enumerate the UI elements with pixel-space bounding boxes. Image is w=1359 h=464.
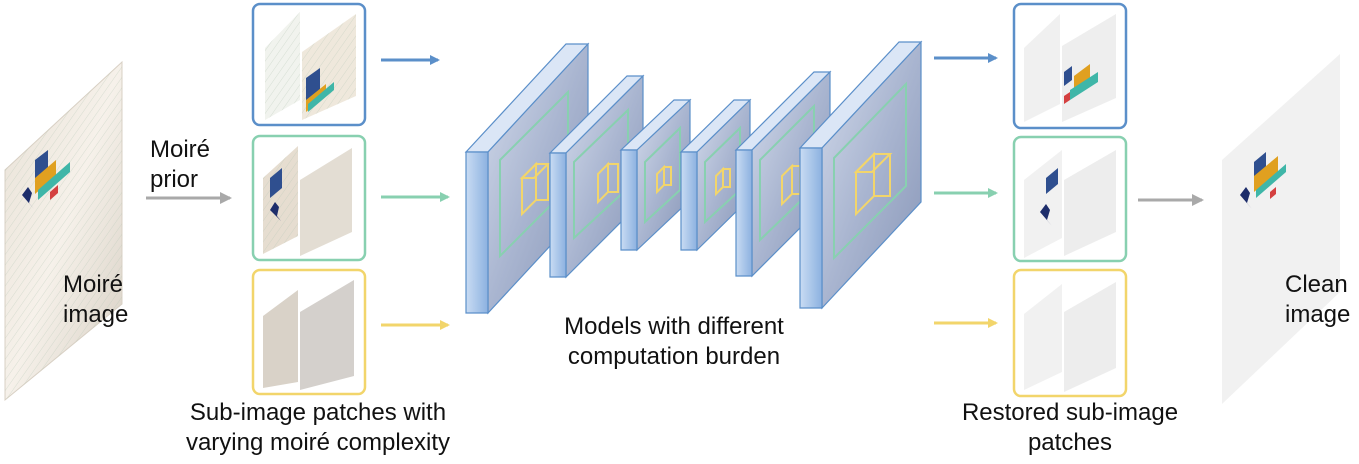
patches-caption-line2: varying moiré complexity [185,429,451,456]
layer-5 [734,70,832,278]
moire-prior-line2: prior [150,166,199,193]
layer-4 [679,98,752,252]
patches-caption: Sub-image patches with varying moiré com… [186,398,450,458]
clean-image-line2: image [1285,301,1351,328]
patch-box-medium [251,134,367,262]
restored-caption: Restored sub-image patches [962,398,1178,458]
layer-6 [798,40,923,310]
patches-caption-line1: Sub-image patches with [189,399,447,426]
network-layers [464,40,923,315]
layer-3 [619,98,692,252]
models-caption-line2: computation burden [567,343,781,370]
poster-graphic [22,150,70,209]
restored-caption-line1: Restored sub-image [961,399,1179,426]
models-caption: Models with different computation burden [564,312,784,372]
moire-prior-line1: Moiré [150,136,211,163]
restored-box-green [1012,135,1128,263]
models-caption-line1: Models with different [564,313,784,340]
clean-image-label: Clean image [1285,270,1350,330]
clean-image-line1: Clean [1285,271,1348,298]
moire-image-line1: Moiré [63,271,124,298]
restored-caption-line2: patches [1027,429,1113,456]
moire-image-label: Moiré image [63,270,128,330]
restored-box-yellow [1012,268,1128,398]
moire-input-image [4,60,123,402]
patch-box-complex [251,2,367,127]
layer-1 [464,42,590,315]
restored-box-blue [1012,2,1128,130]
moire-prior-label: Moiré prior [150,135,210,195]
moire-image-line2: image [63,301,129,328]
patch-box-simple [251,268,367,396]
layer-2 [548,74,645,279]
clean-output-image [1222,54,1340,404]
